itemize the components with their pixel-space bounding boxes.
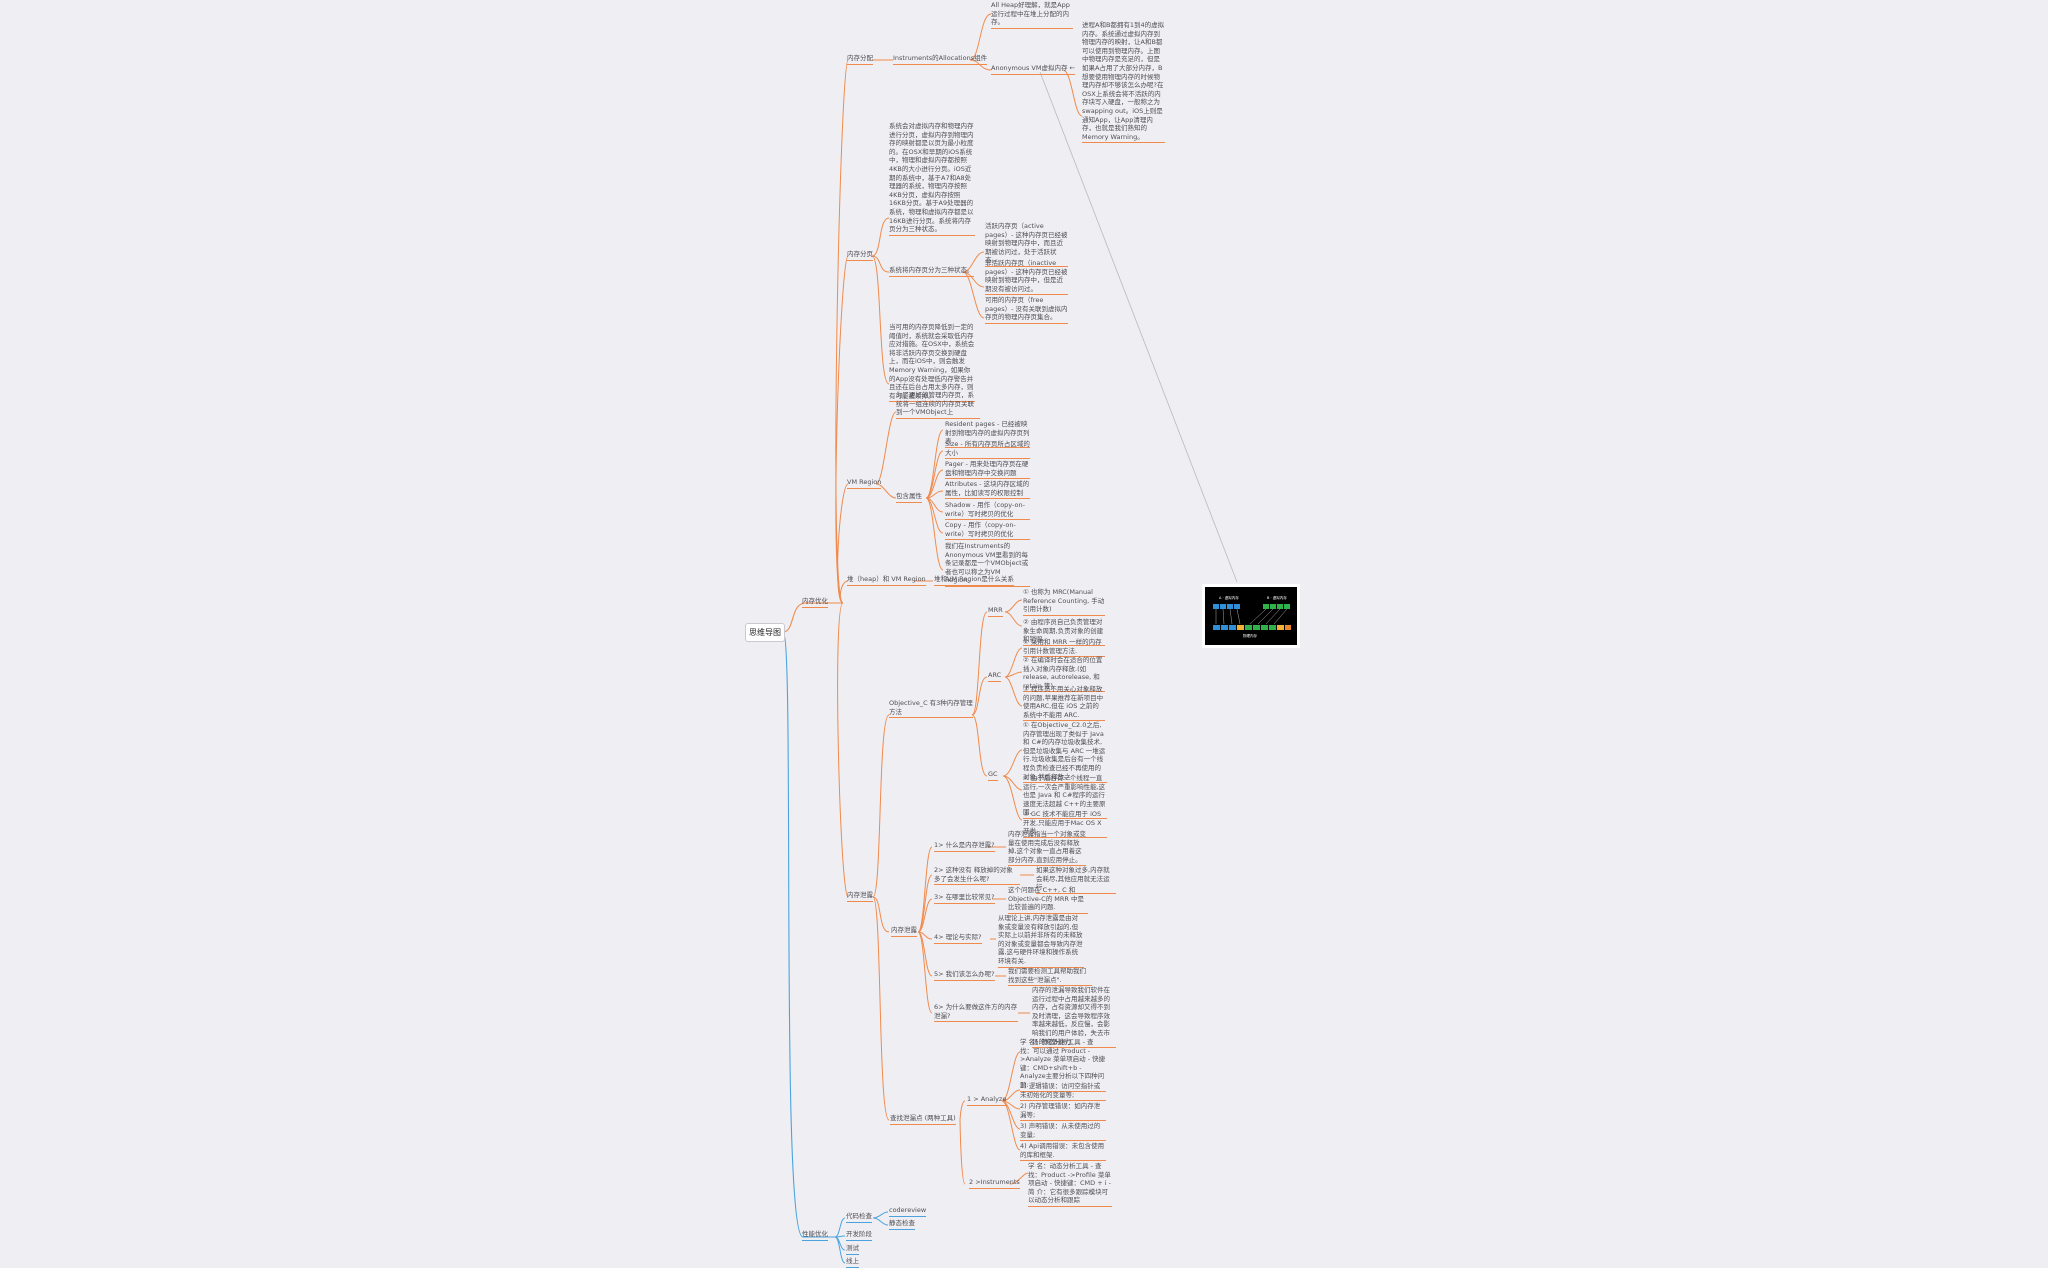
node-analyze-4[interactable]: 3) 声明错误：从未使用过的变量; — [1020, 1122, 1106, 1142]
root-node[interactable]: 思维导图 — [745, 623, 785, 642]
node-leak-q1[interactable]: 1> 什么是内存泄露? — [934, 841, 995, 852]
node-vm-region-intro[interactable]: 为了更好的管理内存页，系统将一组连续的内存页关联到一个VMObject上 — [896, 391, 980, 419]
virtual-memory-diagram: A · 虚拟内存 B · 虚拟内存 — [1213, 595, 1291, 638]
node-gc-2[interactable]: ② 由于后台有一个线程一直运行,一次会严重影响性能,这也是 Java 和 C#程… — [1023, 774, 1107, 819]
node-gc-1[interactable]: ① 在Objective_C2.0之后,内存管理出现了类似于 Java 和 C#… — [1023, 721, 1107, 784]
node-leak-a6[interactable]: 内存的泄漏导致我们软件在运行过程中占用越来越多的内存，占有资源却又得不到及时清理… — [1032, 986, 1116, 1049]
node-anonymous-vm-desc[interactable]: 进程A和B都拥有1到4的虚拟内存。系统通过虚拟内存到物理内存的映射，让A和B都可… — [1082, 21, 1165, 144]
node-attr-shadow[interactable]: Shadow - 用作（copy-on-write）写时拷贝的优化 — [945, 501, 1030, 521]
branch-memory-optimization[interactable]: 内存优化 — [802, 597, 828, 608]
node-gc-3[interactable]: ③ GC 技术不能应用于 iOS 开发,只能应用于Mac OS X 开发. — [1023, 810, 1107, 838]
node-online[interactable]: 线上 — [846, 1257, 859, 1268]
node-three-states[interactable]: 系统将内存页分为三种状态。 — [889, 266, 974, 277]
node-attr-attributes[interactable]: Attributes - 这块内存区域的属性，比如读写的权限控制 — [945, 480, 1030, 500]
node-inactive-pages[interactable]: 非活跃内存页（inactive pages）- 这种内存页已经被映射到物理内存中… — [985, 259, 1068, 296]
node-leak-q4[interactable]: 4> 理论与实际? — [934, 933, 982, 944]
node-vm-attributes[interactable]: 包含属性 — [896, 492, 922, 503]
node-memory-leak-section[interactable]: 内存泄露 — [847, 891, 873, 902]
node-analyze-3[interactable]: 2) 内存管理错误：如内存泄漏等; — [1020, 1102, 1106, 1122]
node-mrr[interactable]: MRR — [988, 606, 1003, 617]
node-attr-resident[interactable]: Resident pages - 已经被映射到物理内存的虚拟内存页列表 — [945, 420, 1030, 448]
node-instruments[interactable]: 2 >Instruments — [969, 1178, 1020, 1189]
node-analyze[interactable]: 1 > Analyze — [967, 1095, 1007, 1106]
node-memory-leak[interactable]: 内存泄露 — [891, 926, 917, 937]
node-dev-stage[interactable]: 开发阶段 — [846, 1230, 872, 1241]
node-analyze-5[interactable]: 4) Api调用错误：未包含使用的库和框架. — [1020, 1142, 1106, 1162]
node-attr-pager[interactable]: Pager - 用来处理内存页在硬盘和物理内存中交换问题 — [945, 460, 1030, 480]
node-anonymous-vm[interactable]: Anonymous VM虚拟内存 ← — [991, 64, 1075, 75]
node-attr-copy[interactable]: Copy - 用作（copy-on-write）写时拷贝的优化 — [945, 521, 1030, 541]
node-arc-2[interactable]: ② 在编译时会在适合的位置插入对象内存释放.(如 release, autore… — [1023, 656, 1105, 693]
node-leak-q6[interactable]: 6> 为什么要做这件方的内存泄漏? — [934, 1003, 1018, 1023]
node-code-review[interactable]: 代码检查 — [846, 1212, 872, 1223]
node-leak-a1[interactable]: 内存泄露指当一个对象或变量在使用完成后没有释放掉,这个对象一直占用着这部分内存,… — [1008, 830, 1086, 867]
branch-performance-optimization[interactable]: 性能优化 — [802, 1230, 828, 1241]
node-attr-size[interactable]: Size - 所有内存页所占区域的大小 — [945, 440, 1030, 460]
node-mrr-1[interactable]: ① 也称为 MRC(Manual Reference Counting, 手动引… — [1023, 588, 1105, 616]
node-free-pages[interactable]: 可用的内存页（free pages）- 没有关联到虚拟内存页的物理内存页集合。 — [985, 296, 1068, 324]
node-all-heap[interactable]: All Heap好理解，就是App运行过程中在堆上分配的内存。 — [991, 1, 1073, 29]
node-instruments-desc[interactable]: 学 名：动态分析工具 - 查 找：Product ->Profile 菜单项启动… — [1028, 1162, 1112, 1207]
node-leak-a4[interactable]: 从理论上讲,内存泄露是由对象或变量没有释放引起的,但实际上以前并非所有的未释放的… — [998, 914, 1084, 968]
node-mrr-2[interactable]: ② 由程序员自己负责管理对象生命周期,负责对象的创建和销毁. — [1023, 618, 1105, 646]
node-allocations-tool[interactable]: Instruments的Allocations组件 — [893, 54, 988, 65]
node-analyze-2[interactable]: 1) 逻辑错误：访问空指针或未初始化的变量等; — [1020, 1082, 1106, 1102]
node-leak-q5[interactable]: 5> 我们该怎么办呢? — [934, 970, 995, 981]
node-heap-vm-relation[interactable]: 堆和VM Region是什么关系 — [934, 575, 1014, 586]
figure-label-a: A · 虚拟内存 — [1219, 595, 1239, 600]
node-arc[interactable]: ARC — [988, 671, 1002, 682]
node-arc-1[interactable]: ① 采用和 MRR 一样的内存引用计数管理方法. — [1023, 638, 1105, 658]
node-low-memory-warning[interactable]: 当可用的内存页降低到一定的阈值时，系统就会采取低内存应对措施。在OSX中，系统会… — [889, 323, 975, 403]
node-leak-a5[interactable]: 我们需要检测工具帮助我们找到这些"泄漏点". — [1008, 967, 1092, 987]
node-testing[interactable]: 测试 — [846, 1244, 859, 1255]
node-gc[interactable]: GC — [988, 770, 998, 781]
node-analyze-1[interactable]: 学 名：静态分析工具 - 查 找：可以通过 Product ->Analyze … — [1020, 1038, 1106, 1092]
node-static-check[interactable]: 静态检查 — [889, 1219, 915, 1230]
node-anonymous-vm-note[interactable]: 我们在Instruments的Anonymous VM里看到的每条记录都是一个V… — [945, 542, 1030, 587]
figure-label-physical: 物理内存 — [1243, 633, 1258, 638]
node-active-pages[interactable]: 活跃内存页（active pages）- 这种内存页已经被映射到物理内存中，而且… — [985, 222, 1068, 267]
node-memory-paging[interactable]: 内存分页 — [847, 250, 873, 261]
node-arc-3[interactable]: ③ 程序员不用关心对象释放的问题,苹果推荐在新项目中使用ARC,但在 iOS 之… — [1023, 685, 1105, 722]
node-memory-allocation[interactable]: 内存分配 — [847, 54, 873, 65]
node-heap-vm-region[interactable]: 堆（heap）和 VM Region — [847, 575, 926, 586]
node-leak-q2[interactable]: 2> 这种没有 释放掉的对象 多了会发生什么呢? — [934, 866, 1020, 886]
node-objc-memory-methods[interactable]: Objective_C 有3种内存管理方法 — [889, 699, 973, 719]
node-leak-a2[interactable]: 如果这种对象过多,内存就会耗尽,其他应用就无法运行. — [1036, 866, 1116, 894]
node-paging-desc[interactable]: 系统会对虚拟内存和物理内存进行分页，虚拟内存到物理内存的映射都是以页为最小粒度的… — [889, 122, 975, 236]
figure-label-b: B · 虚拟内存 — [1267, 595, 1287, 600]
node-codereview[interactable]: codereview — [889, 1206, 927, 1217]
node-leak-a3[interactable]: 这个问题在 C++, C 和 Objective-C的 MRR 中是比较普遍的问… — [1008, 886, 1088, 914]
node-vm-region[interactable]: VM Region — [847, 478, 882, 489]
node-leak-tools[interactable]: 查找泄漏点 (两种工具) — [890, 1114, 956, 1125]
node-leak-q3[interactable]: 3> 在哪里比较常见? — [934, 893, 995, 904]
virtual-memory-figure[interactable]: A · 虚拟内存 B · 虚拟内存 — [1202, 584, 1300, 648]
